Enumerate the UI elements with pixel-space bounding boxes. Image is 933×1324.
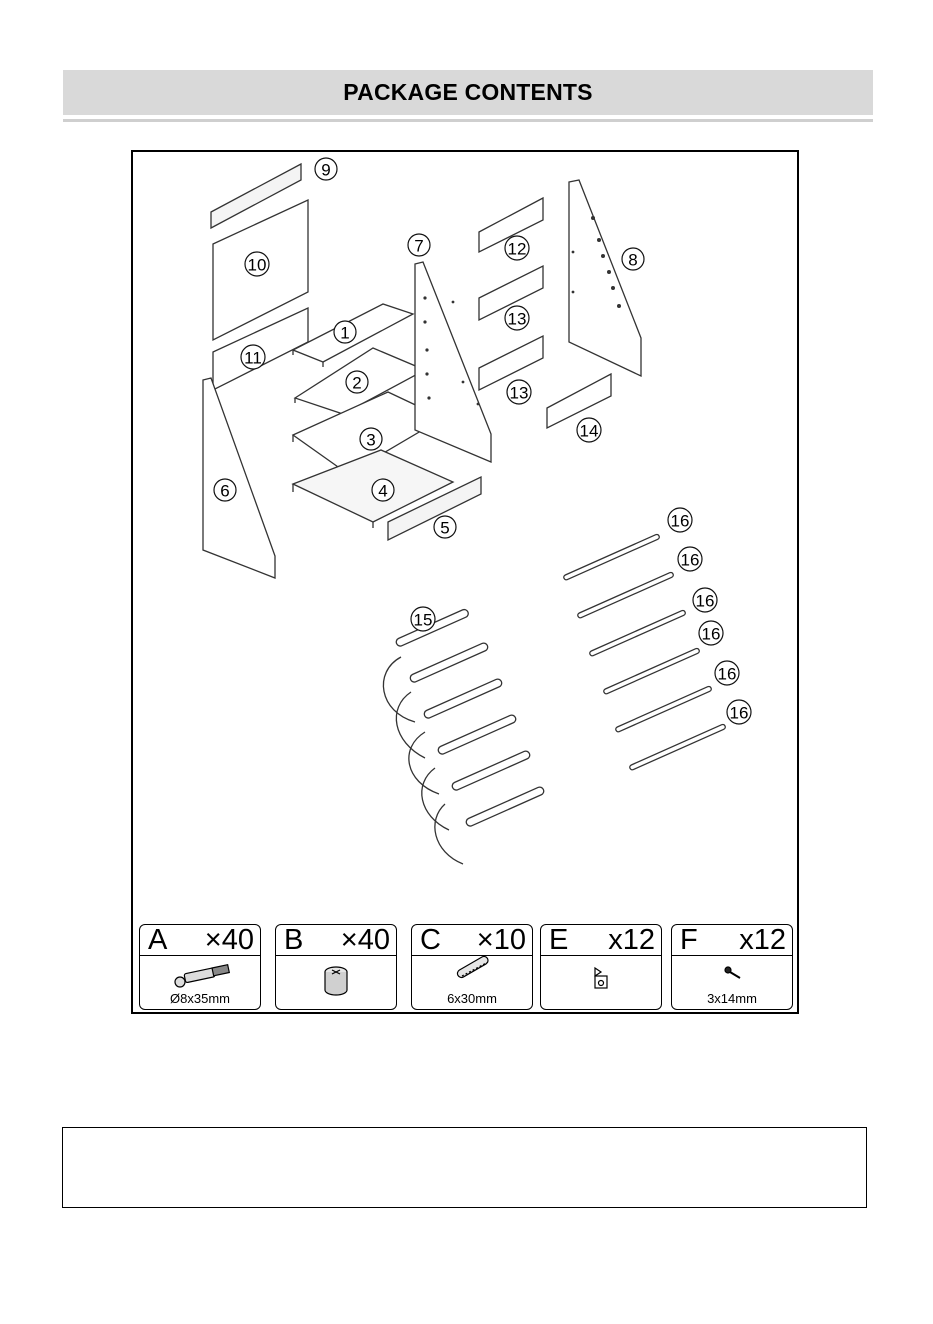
part-label-1: 1 [340, 324, 349, 343]
part-7-side-panel [415, 262, 491, 462]
exploded-parts-drawing: 9 10 11 1 2 3 4 5 6 7 8 12 13 13 14 15 1… [133, 152, 801, 924]
part-label-16c: 16 [696, 592, 715, 611]
hardware-quantity: ×40 [205, 925, 254, 955]
part-15-sling-assembly [383, 608, 545, 864]
part-label-11: 11 [244, 349, 262, 368]
part-label-16d: 16 [702, 625, 721, 644]
screw-icon [672, 956, 792, 996]
hardware-letter: F [680, 925, 698, 955]
part-label-16a: 16 [671, 512, 690, 531]
hardware-letter: C [420, 925, 441, 955]
part-label-5: 5 [440, 519, 449, 538]
part-6-side-panel [203, 378, 275, 578]
cam-lock-icon [276, 956, 396, 1010]
hardware-size: 6x30mm [412, 991, 532, 1006]
hardware-item-e: E x12 [540, 924, 662, 1010]
part-14-rail [547, 374, 611, 428]
bracket-icon [541, 956, 661, 1010]
hardware-item-b: B ×40 [275, 924, 397, 1010]
part-8-side-panel [569, 180, 641, 376]
part-label-16f: 16 [730, 704, 749, 723]
part-label-13b: 13 [510, 384, 529, 403]
part-label-10: 10 [248, 256, 267, 275]
hardware-size: 3x14mm [672, 991, 792, 1006]
parts-diagram: 9 10 11 1 2 3 4 5 6 7 8 12 13 13 14 15 1… [131, 150, 799, 1014]
hardware-list: A ×40 Ø8x35mm B ×40 [139, 924, 795, 1010]
part-label-6: 6 [220, 482, 229, 501]
hardware-quantity: x12 [608, 925, 655, 955]
hardware-quantity: ×40 [341, 925, 390, 955]
hardware-letter: A [148, 925, 167, 955]
part-16-rods [563, 534, 726, 771]
section-title-bar: PACKAGE CONTENTS [63, 70, 873, 115]
part-label-7: 7 [414, 237, 423, 256]
part-label-3: 3 [366, 431, 375, 450]
part-label-2: 2 [352, 374, 361, 393]
part-label-16b: 16 [681, 551, 700, 570]
part-13-rail-lower [479, 336, 543, 390]
wooden-dowel-icon [412, 956, 532, 996]
hardware-size: Ø8x35mm [140, 991, 260, 1006]
part-label-8: 8 [628, 251, 637, 270]
hardware-item-a: A ×40 Ø8x35mm [139, 924, 261, 1010]
part-label-16e: 16 [718, 665, 737, 684]
hardware-letter: B [284, 925, 303, 955]
title-underline [63, 119, 873, 122]
part-label-4: 4 [378, 482, 387, 501]
part-label-13a: 13 [508, 310, 527, 329]
part-label-9: 9 [321, 161, 330, 180]
part-label-14: 14 [580, 422, 599, 441]
hardware-letter: E [549, 925, 568, 955]
page-title: PACKAGE CONTENTS [343, 79, 592, 106]
part-label-15: 15 [414, 611, 433, 630]
part-label-12: 12 [508, 240, 527, 259]
cam-bolt-icon [140, 956, 260, 996]
note-box [62, 1127, 867, 1208]
hardware-item-c: C ×10 6x30mm [411, 924, 533, 1010]
hardware-item-f: F x12 3x14mm [671, 924, 793, 1010]
hardware-quantity: x12 [739, 925, 786, 955]
hardware-quantity: ×10 [477, 925, 526, 955]
